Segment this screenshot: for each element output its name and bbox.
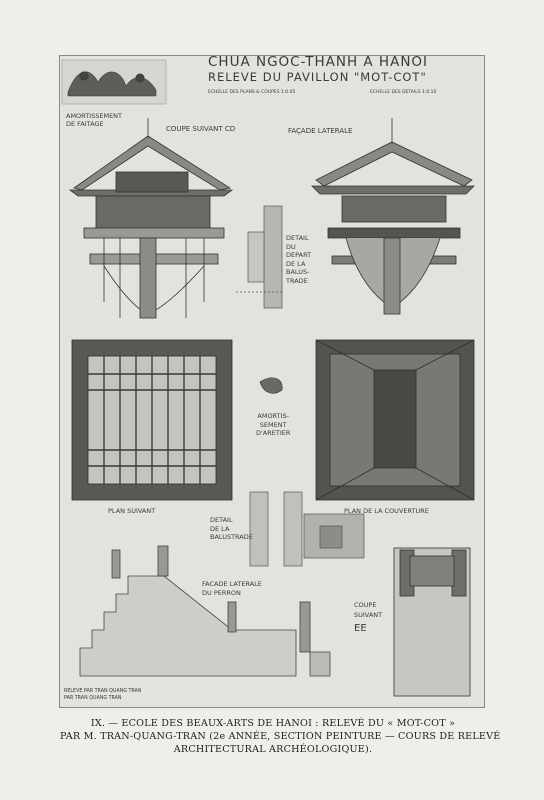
caption-line3: ARCHITECTURAL ARCHÉOLOGIQUE). [173, 743, 373, 755]
label-coupe-ee-line3: EE [354, 623, 367, 634]
balustrade-detail [249, 491, 365, 567]
label-amortissement-faitage: AMORTISSEMENT DE FAITAGE [66, 112, 122, 128]
label-arctier-line3: D'ARETIER [256, 429, 291, 438]
label-detail-depart-line4: DE LA [286, 259, 306, 268]
caption-line1: IX. — ECOLE DES BEAUX-ARTS DE HANOI : RE… [90, 718, 456, 729]
scale-note-left: ECHELLE DES PLANS & COUPES 1:0.05 [208, 90, 296, 95]
label-detail-depart-line5: BALUS- [286, 268, 310, 277]
label-detail-balustrade-line1: DETAIL [210, 516, 233, 524]
section-ee [393, 547, 471, 697]
label-amortissement-line1: AMORTISSEMENT [66, 112, 123, 120]
label-detail-depart-balustrade: DETAIL DU DEPART DE LA BALUS- TRADE [286, 234, 311, 286]
architectural-drawing-plate: CHUA NGOC-THANH à HANOI RELEVE DU PAVILL… [59, 55, 485, 708]
label-facade-perron-line2: DU PERRON [202, 588, 241, 597]
label-facade-perron-line1: FACADE LATERALE [202, 580, 262, 588]
hip-ornament-detail [259, 377, 283, 394]
label-detail-balustrade-line3: BALUSTRADE [210, 533, 253, 542]
label-detail-depart-line2: DU [286, 242, 296, 251]
balustrade-departure-detail [236, 205, 284, 309]
label-coupe-ee-line2: SUIVANT [354, 611, 383, 619]
pavilion-lateral-facade [311, 118, 475, 315]
signature-line2: PAR TRAN QUANG TRAN [64, 696, 122, 701]
drawing-title-line1: CHUA NGOC-THANH à HANOI [208, 55, 429, 70]
label-facade-laterale: FAÇADE LATERALE [288, 127, 353, 135]
label-detail-depart-line3: DEPART [286, 251, 312, 260]
plan-view [71, 339, 233, 501]
label-detail-balustrade: DETAIL DE LA BALUSTRADE [210, 516, 253, 542]
drawing-title-line2: RELEVE DU PAVILLON "MOT-COT" [208, 70, 427, 84]
dragon-ornament [61, 59, 167, 105]
label-detail-depart-line1: DETAIL [286, 234, 309, 242]
scale-note-right: ECHELLE DES DETAILS 1:0.10 [370, 90, 437, 95]
label-arctier-line2: SEMENT [259, 420, 287, 429]
label-plan-suivant: PLAN SUIVANT [108, 507, 156, 515]
roof-plan [315, 339, 475, 501]
label-detail-depart-line6: TRADE [286, 276, 308, 285]
label-arctier-line1: AMORTIS- [257, 412, 289, 420]
label-detail-balustrade-line2: DE LA [210, 524, 230, 533]
label-coupe-cd: COUPE SUIVANT CD [166, 125, 236, 133]
drawing-linework [61, 59, 475, 697]
label-coupe-ee: COUPE SUIVANT EE [354, 600, 382, 634]
label-coupe-ee-line1: COUPE [354, 601, 377, 609]
caption-line2: PAR M. TRAN-QUANG-TRAN (2e ANNÉE, SECTIO… [60, 730, 501, 742]
label-amortissement-arctier: AMORTIS- SEMENT D'ARETIER [256, 412, 290, 438]
plate-caption: IX. — ECOLE DES BEAUX-ARTS DE HANOI : RE… [60, 718, 501, 756]
signature-line1: RELEVE PAR TRAN QUANG TRAN [64, 689, 142, 694]
pavilion-section-cd [68, 118, 234, 319]
perron-lateral-facade [79, 545, 331, 677]
label-amortissement-line2: DE FAITAGE [66, 120, 104, 128]
label-facade-perron: FACADE LATERALE DU PERRON [202, 580, 262, 597]
label-plan-couverture: PLAN DE LA COUVERTURE [344, 507, 429, 515]
draftsman-signature: RELEVE PAR TRAN QUANG TRAN PAR TRAN QUAN… [64, 688, 141, 702]
